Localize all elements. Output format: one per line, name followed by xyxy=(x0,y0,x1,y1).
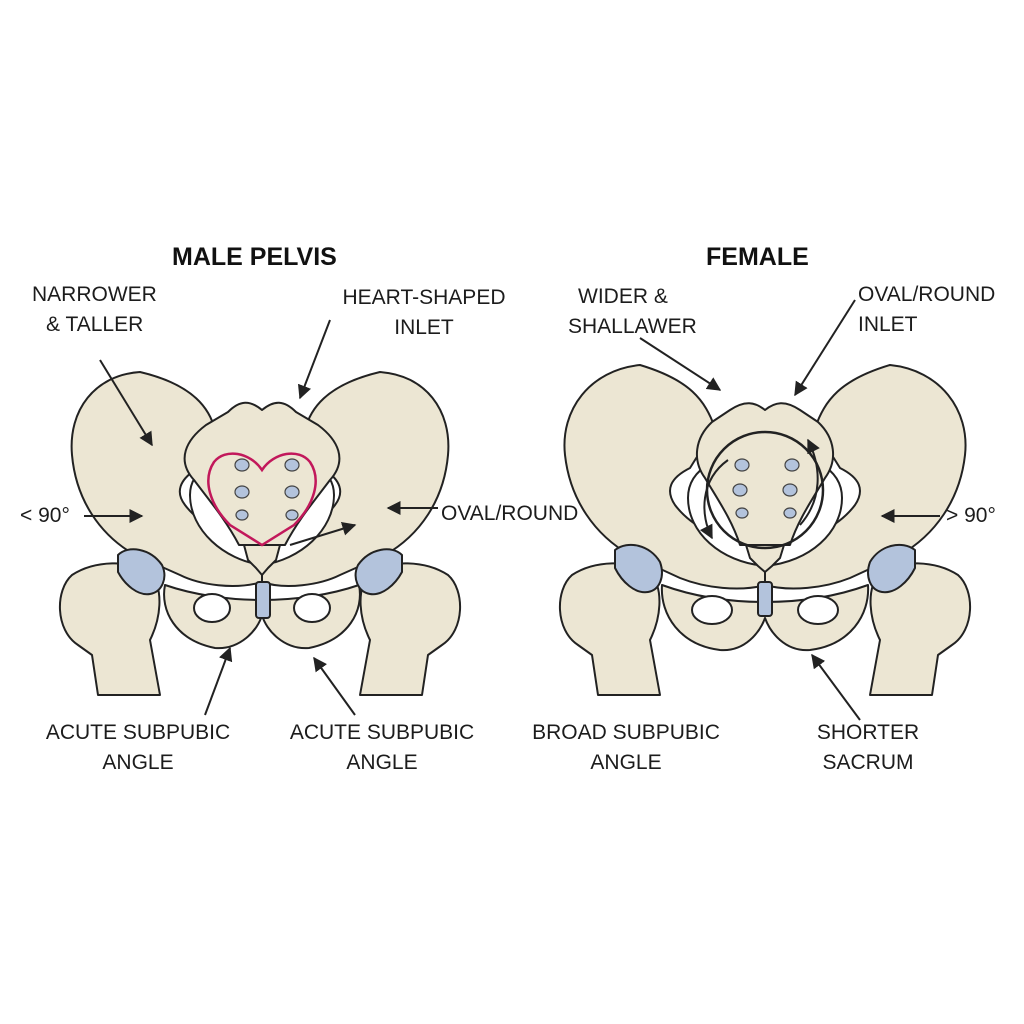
arrow-shorter-sacrum xyxy=(811,653,861,721)
label-shorter-sacrum: SHORTER SACRUM xyxy=(817,718,919,778)
label-line: BROAD SUBPUBIC xyxy=(532,721,720,744)
male-right-obturator xyxy=(293,593,331,623)
female-left-obturator xyxy=(691,595,733,625)
female-pelvis-title: FEMALE xyxy=(706,243,809,271)
male-pelvis-illustration xyxy=(59,371,461,696)
annotation-arrows xyxy=(84,299,940,721)
male-heart-inlet-outline xyxy=(207,452,317,547)
label-line: ACUTE SUBPUBIC xyxy=(289,721,475,744)
label-line: INLET xyxy=(394,316,454,339)
arrow-wider xyxy=(639,337,722,391)
label-oval-round-inlet: OVAL/ROUND INLET xyxy=(858,280,995,340)
female-curved-arrows xyxy=(699,438,820,540)
label-line: WIDER & xyxy=(578,285,668,308)
arrow-heart-inlet xyxy=(297,319,331,400)
arrow-subpubic-male-right xyxy=(313,656,356,716)
label-greater-than-90: > 90° xyxy=(946,504,996,527)
label-line: OVAL/ROUND xyxy=(858,283,996,306)
label-broad-subpubic: BROAD SUBPUBIC ANGLE xyxy=(532,718,720,778)
arrow-oval-inlet xyxy=(794,299,856,397)
female-left-acetabulum xyxy=(614,543,663,594)
female-pubic-symphysis xyxy=(757,581,773,617)
label-line: SACRUM xyxy=(822,751,914,774)
male-left-acetabulum xyxy=(117,548,166,596)
male-pelvis-title: MALE PELVIS xyxy=(172,243,337,271)
label-wider-shallower: WIDER & SHALLAWER xyxy=(568,282,697,342)
female-sacral-foramina xyxy=(732,458,800,519)
label-line: SHORTER xyxy=(816,721,920,744)
label-line: ACUTE SUBPUBIC xyxy=(45,721,231,744)
male-sacrum xyxy=(183,401,341,546)
label-line: SHALLAWER xyxy=(568,315,697,338)
female-coccyx xyxy=(745,544,785,573)
label-heart-shaped-inlet: HEART-SHAPED INLET xyxy=(343,283,506,343)
label-line: INLET xyxy=(858,313,918,336)
arrow-narrower xyxy=(99,359,153,447)
arrow-oval-male-2 xyxy=(289,522,357,546)
male-right-acetabulum xyxy=(354,548,403,596)
female-right-obturator xyxy=(797,595,839,625)
male-pubic-symphysis xyxy=(255,581,271,619)
female-right-acetabulum xyxy=(867,543,916,594)
label-line: ANGLE xyxy=(590,751,662,774)
label-line: ANGLE xyxy=(102,751,174,774)
label-less-than-90: < 90° xyxy=(20,504,70,527)
label-acute-subpubic-right: ACUTE SUBPUBIC ANGLE xyxy=(290,718,474,778)
label-line: & TALLER xyxy=(46,313,144,336)
male-coccyx xyxy=(243,544,281,576)
male-right-femur xyxy=(359,562,461,696)
label-line: NARROWER xyxy=(32,283,157,306)
male-sacral-foramina xyxy=(234,458,300,521)
label-line: ANGLE xyxy=(346,751,418,774)
male-left-obturator xyxy=(193,593,231,623)
male-left-femur xyxy=(59,562,161,696)
label-oval-round-male: OVAL/ROUND xyxy=(441,502,579,525)
female-pelvis-illustration xyxy=(559,364,971,696)
arrow-subpubic-male-left xyxy=(204,646,233,716)
label-line: HEART-SHAPED xyxy=(342,286,506,309)
label-narrower-taller: NARROWER & TALLER xyxy=(32,280,157,340)
label-acute-subpubic-left: ACUTE SUBPUBIC ANGLE xyxy=(46,718,230,778)
